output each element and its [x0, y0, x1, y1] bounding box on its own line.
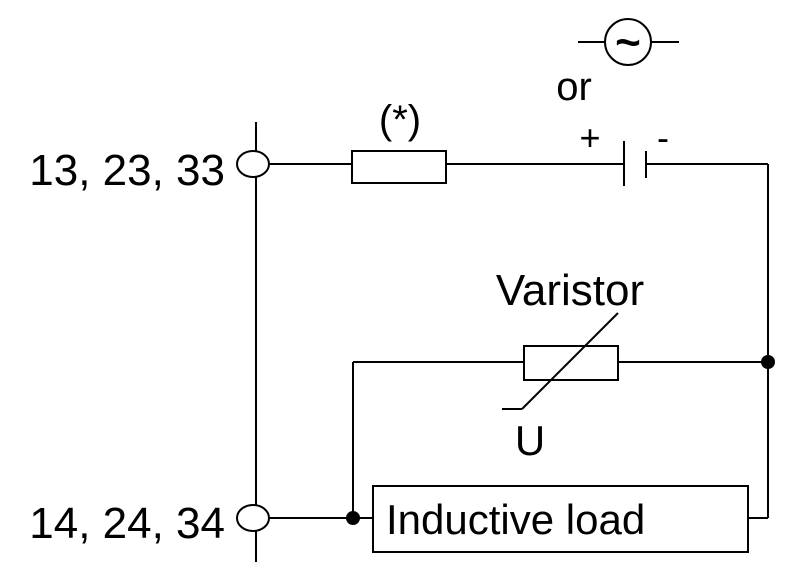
fuse	[351, 150, 447, 184]
varistor-label: Varistor	[496, 266, 644, 315]
varistor	[523, 345, 619, 381]
bottom-terminal-label: 14, 24, 34	[29, 499, 225, 548]
varistor-slash	[521, 312, 619, 410]
ac-symbol: ~	[615, 18, 641, 67]
inductive-load	[372, 485, 749, 553]
junction-dot-left	[346, 511, 360, 525]
or-label: or	[556, 65, 592, 109]
inductive-load-label: Inductive load	[386, 496, 645, 543]
top-terminal	[236, 150, 270, 178]
varistor-voltage-label: U	[515, 417, 545, 464]
minus-label: -	[657, 117, 669, 158]
top-terminal-label: 13, 23, 33	[29, 146, 225, 195]
fuse-label: (*)	[379, 98, 421, 142]
bottom-terminal	[236, 504, 270, 532]
plus-label: +	[579, 117, 600, 158]
